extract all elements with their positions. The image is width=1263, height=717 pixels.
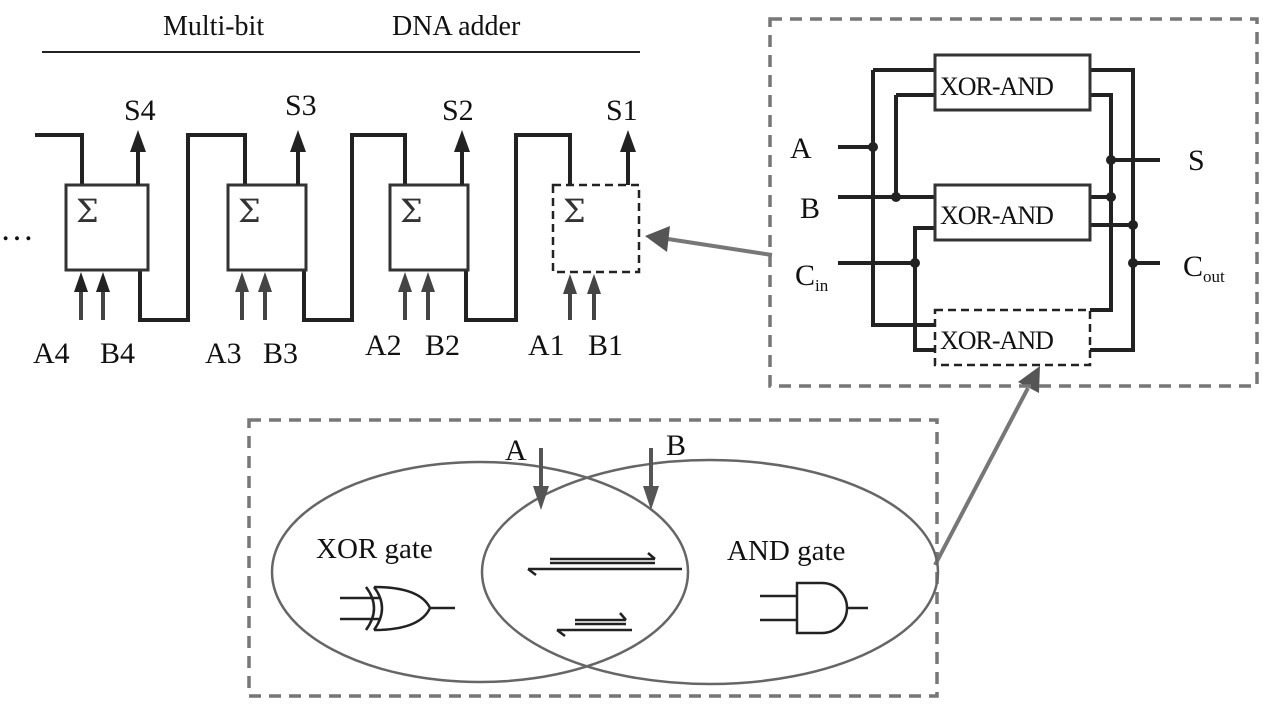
arrow-up-icon	[454, 130, 470, 152]
xor-gate-icon	[340, 585, 455, 632]
output-s2: S2	[442, 94, 474, 127]
adder-stage-1: Σ S1 A1 B1	[528, 94, 641, 362]
gate-panel: A B XOR gate AND gate	[247, 418, 940, 698]
arrow-up-right-icon	[1018, 366, 1040, 393]
junction-dot	[891, 192, 901, 202]
sigma-3: Σ	[238, 192, 261, 230]
sum-block-3	[226, 183, 308, 272]
input-b1: B1	[588, 329, 623, 362]
input-a1: A1	[528, 329, 565, 362]
arrow-up-icon	[398, 272, 412, 292]
input-a4: A4	[33, 337, 70, 370]
sigma-1: Σ	[563, 192, 586, 230]
input-a3: A3	[205, 337, 242, 370]
arrow-up-icon	[258, 272, 272, 292]
junction-dot	[868, 142, 878, 152]
dna-strand-icon	[556, 612, 632, 637]
sum-block-2	[388, 183, 470, 272]
output-s3: S3	[285, 89, 317, 122]
arrow-up-icon	[620, 130, 636, 152]
zoom-arrow-line-2	[933, 387, 1030, 566]
xor-and-label-3: XOR-AND	[940, 326, 1053, 355]
input-a2: A2	[365, 329, 402, 362]
xor-and-block-1	[933, 53, 1092, 112]
sum-block-4	[64, 183, 150, 272]
arrow-down-icon	[643, 486, 659, 510]
sum-block-1	[551, 183, 641, 274]
title-multi-bit: Multi-bit	[163, 11, 264, 42]
full-adder-panel: XOR-AND XOR-AND XOR-AND A B Cin S Cout	[768, 17, 1259, 388]
dna-strand-icon	[527, 552, 682, 576]
xor-and-label-1: XOR-AND	[940, 72, 1053, 101]
header: Multi-bit DNA adder	[42, 11, 640, 53]
gate-input-a: A	[505, 434, 527, 467]
junction-dot	[1106, 192, 1116, 202]
arrow-up-icon	[290, 130, 306, 152]
zoom-arrow-line-1	[667, 237, 773, 257]
title-dna-adder: DNA adder	[392, 11, 521, 42]
adder-stage-2: Σ S2 A2 B2	[365, 94, 474, 362]
adder-stage-3: Σ S3 A3 B3	[205, 89, 317, 370]
full-adder-frame	[768, 17, 1259, 388]
fa-input-a: A	[790, 132, 812, 165]
arrow-up-icon	[74, 272, 88, 292]
arrow-left-icon	[645, 226, 670, 252]
arrow-up-icon	[421, 272, 435, 292]
xor-and-block-3	[933, 308, 1092, 367]
fa-input-b: B	[800, 192, 820, 225]
adder-chain: … Σ S4 A4 B4 Σ S3 A3	[0, 89, 641, 370]
input-b3: B3	[263, 337, 298, 370]
and-gate-label: AND gate	[727, 535, 845, 567]
connector-arrows	[645, 226, 1040, 566]
xor-gate-label: XOR gate	[316, 533, 433, 565]
junction-dot	[1128, 258, 1138, 268]
and-gate-icon	[760, 581, 868, 635]
arrow-up-icon	[563, 274, 577, 294]
and-ellipse	[480, 458, 940, 686]
arrow-up-icon	[235, 272, 249, 292]
junction-dot	[1106, 155, 1116, 165]
xor-and-block-2	[933, 183, 1092, 242]
arrow-down-icon	[533, 486, 549, 510]
sigma-4: Σ	[76, 192, 99, 230]
adder-stage-4: Σ S4 A4 B4	[33, 94, 156, 370]
fa-output-s: S	[1188, 144, 1205, 177]
carry-wire	[35, 133, 572, 322]
chain-ellipsis: …	[0, 211, 34, 248]
input-b2: B2	[425, 329, 460, 362]
fa-input-cin: Cin	[795, 259, 829, 295]
fa-output-cout: Cout	[1183, 250, 1225, 286]
output-s1: S1	[606, 94, 638, 127]
arrow-up-icon	[587, 274, 601, 294]
sigma-2: Σ	[400, 192, 423, 230]
xor-ellipse	[270, 460, 690, 684]
output-s4: S4	[124, 94, 156, 127]
xor-and-label-2: XOR-AND	[940, 201, 1053, 230]
junction-dot	[1128, 220, 1138, 230]
gate-input-b: B	[666, 429, 686, 462]
junction-dot	[910, 258, 920, 268]
arrow-up-icon	[96, 272, 110, 292]
input-b4: B4	[100, 337, 135, 370]
arrow-up-icon	[130, 130, 146, 152]
